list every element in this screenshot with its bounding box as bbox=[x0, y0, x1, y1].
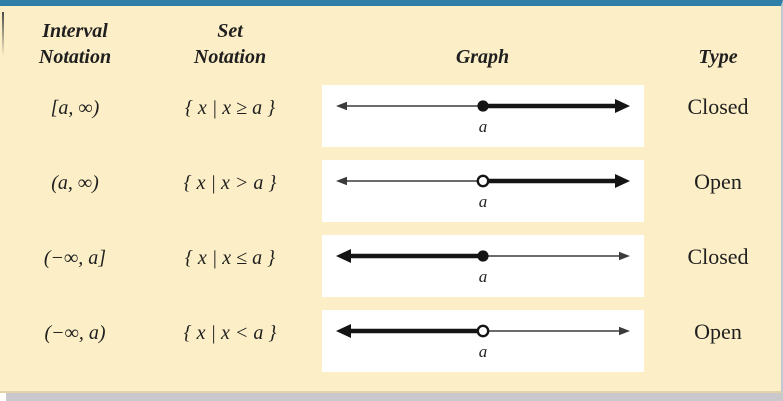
point-label: a bbox=[478, 267, 487, 286]
number-line-svg: a bbox=[335, 99, 630, 136]
number-line-svg: a bbox=[335, 174, 630, 211]
header-type-label: Type bbox=[698, 46, 738, 68]
header-set-notation: Set Notation bbox=[150, 18, 310, 70]
type-cell: Open bbox=[694, 319, 742, 344]
set-notation-cell: { x | x < a } bbox=[183, 322, 277, 344]
left-arrowhead bbox=[335, 324, 351, 338]
left-arrowhead bbox=[335, 249, 351, 263]
set-notation-cell: { x | x ≤ a } bbox=[184, 247, 276, 269]
number-line-graph: a bbox=[321, 235, 644, 297]
table-body: [a, ∞) { x | x ≥ a } a Closed (a, ∞) { x… bbox=[0, 85, 781, 385]
table-row: (a, ∞) { x | x > a } a Open bbox=[0, 160, 781, 235]
number-line-graph: a bbox=[321, 85, 644, 147]
type-cell: Closed bbox=[687, 94, 749, 119]
header-interval-line1: Interval bbox=[42, 20, 108, 42]
interval-notation-cell: [a, ∞) bbox=[50, 97, 100, 119]
right-arrowhead bbox=[618, 251, 630, 261]
interval-notation-cell: (−∞, a) bbox=[44, 322, 106, 344]
point-label: a bbox=[478, 342, 487, 361]
header-interval-line2: Notation bbox=[38, 46, 112, 68]
type-cell: Closed bbox=[687, 244, 749, 269]
left-edge-line bbox=[2, 12, 4, 56]
table-header-row: Interval Notation Set Notation Graph Typ… bbox=[0, 6, 781, 70]
left-arrowhead bbox=[335, 176, 347, 186]
type-cell: Open bbox=[694, 169, 742, 194]
left-arrowhead bbox=[335, 101, 347, 111]
header-set-line1: Set bbox=[217, 20, 243, 42]
set-notation-cell: { x | x > a } bbox=[183, 172, 277, 194]
number-line-graph: a bbox=[321, 160, 644, 222]
table-row: (−∞, a) { x | x < a } a Open bbox=[0, 310, 781, 385]
right-arrowhead bbox=[618, 326, 630, 336]
interval-notation-cell: (−∞, a] bbox=[43, 247, 107, 269]
header-type: Type bbox=[655, 18, 781, 70]
number-line-graph: a bbox=[321, 310, 644, 372]
open-endpoint-circle bbox=[476, 174, 489, 188]
point-label: a bbox=[478, 192, 487, 211]
number-line-svg: a bbox=[335, 249, 630, 286]
number-line-svg: a bbox=[335, 324, 630, 361]
point-label: a bbox=[478, 117, 487, 136]
right-arrowhead bbox=[614, 174, 630, 188]
panel-drop-shadow bbox=[6, 393, 783, 401]
set-notation-cell: { x | x ≥ a } bbox=[184, 97, 276, 119]
header-interval-notation: Interval Notation bbox=[0, 18, 150, 70]
closed-endpoint-dot bbox=[476, 250, 489, 262]
open-endpoint-circle bbox=[476, 324, 489, 338]
interval-notation-cell: (a, ∞) bbox=[51, 172, 99, 194]
table-row: [a, ∞) { x | x ≥ a } a Closed bbox=[0, 85, 781, 160]
table-row: (−∞, a] { x | x ≤ a } a Closed bbox=[0, 235, 781, 310]
header-graph: Graph bbox=[310, 18, 655, 70]
header-graph-label: Graph bbox=[455, 46, 510, 68]
closed-endpoint-dot bbox=[476, 100, 489, 112]
right-arrowhead bbox=[614, 99, 630, 113]
header-set-line2: Notation bbox=[193, 46, 267, 68]
